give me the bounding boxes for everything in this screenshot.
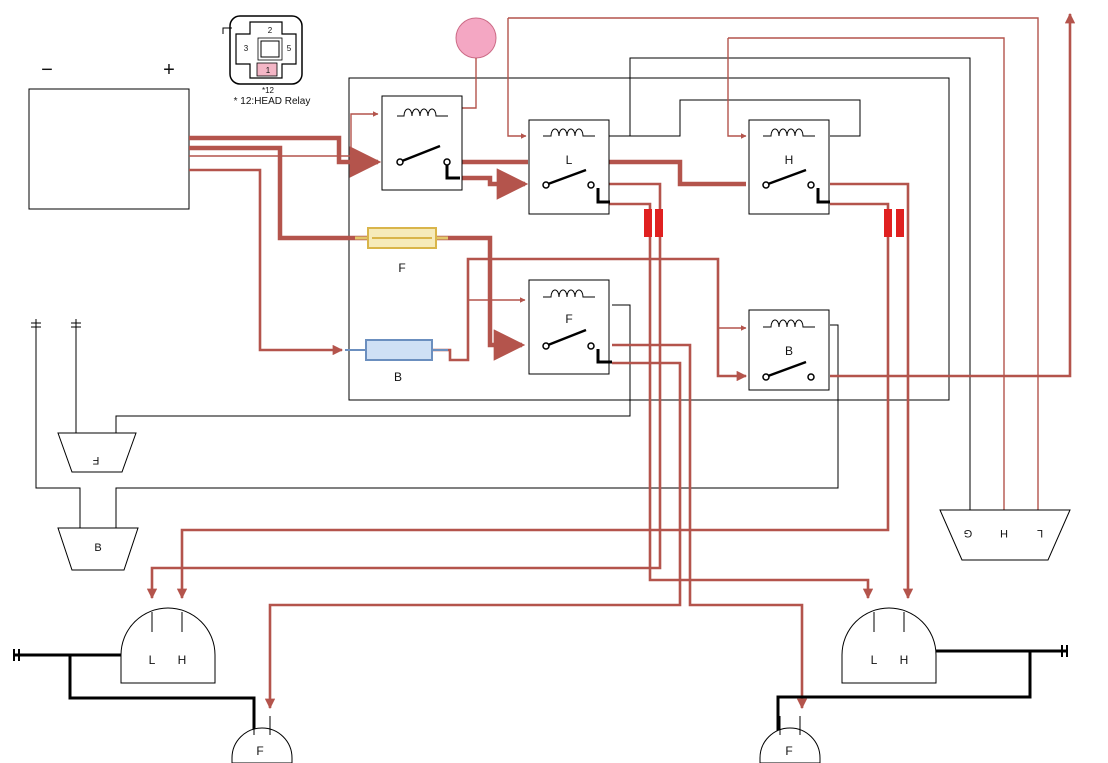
fuse-back-label: B (394, 370, 402, 384)
left-fog-lamp-label: F (256, 744, 263, 758)
right-fog-lamp-label: F (785, 744, 792, 758)
right-headlamp: L H (841, 607, 937, 684)
ground-symbol-left-a (31, 319, 41, 330)
relay-back: B (748, 309, 830, 391)
left-headlamp-high-label: H (178, 653, 187, 667)
inline-connectors (644, 209, 904, 237)
right-headlamp-high-label: H (900, 653, 909, 667)
left-headlamp-low-label: L (149, 653, 156, 667)
fuse-fog-label: F (398, 261, 405, 275)
battery: − + (28, 59, 190, 210)
relay-high-beam: H (748, 119, 830, 215)
fuse-fog: F (355, 227, 448, 275)
relay-main (381, 95, 463, 191)
fog-switch: F (57, 432, 137, 473)
ground-symbol-left-b (71, 319, 81, 330)
headlight-switch: G H L (939, 509, 1071, 561)
relay-low-beam-label: L (566, 153, 573, 167)
relay-fog-label: F (565, 312, 572, 326)
relay-low-beam: L (528, 119, 610, 215)
left-fog-lamp: F (231, 716, 293, 763)
pin-5-label: 5 (287, 44, 292, 53)
back-switch-label: B (94, 542, 101, 554)
relay-connector-diagram: 2 3 5 1 *12 * 12:HEAD Relay (222, 15, 311, 107)
switch-g-label: G (964, 527, 973, 539)
switch-l-label: L (1037, 527, 1043, 539)
pin-3-label: 3 (244, 44, 249, 53)
back-switch: B (57, 527, 139, 571)
relay-back-label: B (785, 344, 793, 358)
connector-caption: * 12:HEAD Relay (234, 96, 311, 107)
fog-switch-label: F (92, 454, 99, 466)
battery-minus-label: − (41, 59, 53, 81)
power-wires (146, 12, 1076, 710)
connector-l-left (644, 209, 652, 237)
control-wires (35, 57, 971, 528)
connector-h-right (896, 209, 904, 237)
connector-ref-label: *12 (262, 86, 275, 95)
switch-h-label: H (1000, 527, 1008, 539)
relay-fog: F (528, 279, 612, 375)
left-headlamp: L H (120, 607, 216, 684)
right-fog-lamp: F (759, 716, 821, 763)
battery-plus-label: + (163, 59, 175, 81)
right-headlamp-low-label: L (871, 653, 878, 667)
fuse-back: B (345, 339, 448, 384)
connector-h-left (884, 209, 892, 237)
connector-l-right (655, 209, 663, 237)
indicator-circle (455, 17, 497, 59)
pin-2-label: 2 (268, 26, 273, 35)
relay-high-beam-label: H (785, 153, 794, 167)
pin-1-label: 1 (266, 66, 271, 75)
